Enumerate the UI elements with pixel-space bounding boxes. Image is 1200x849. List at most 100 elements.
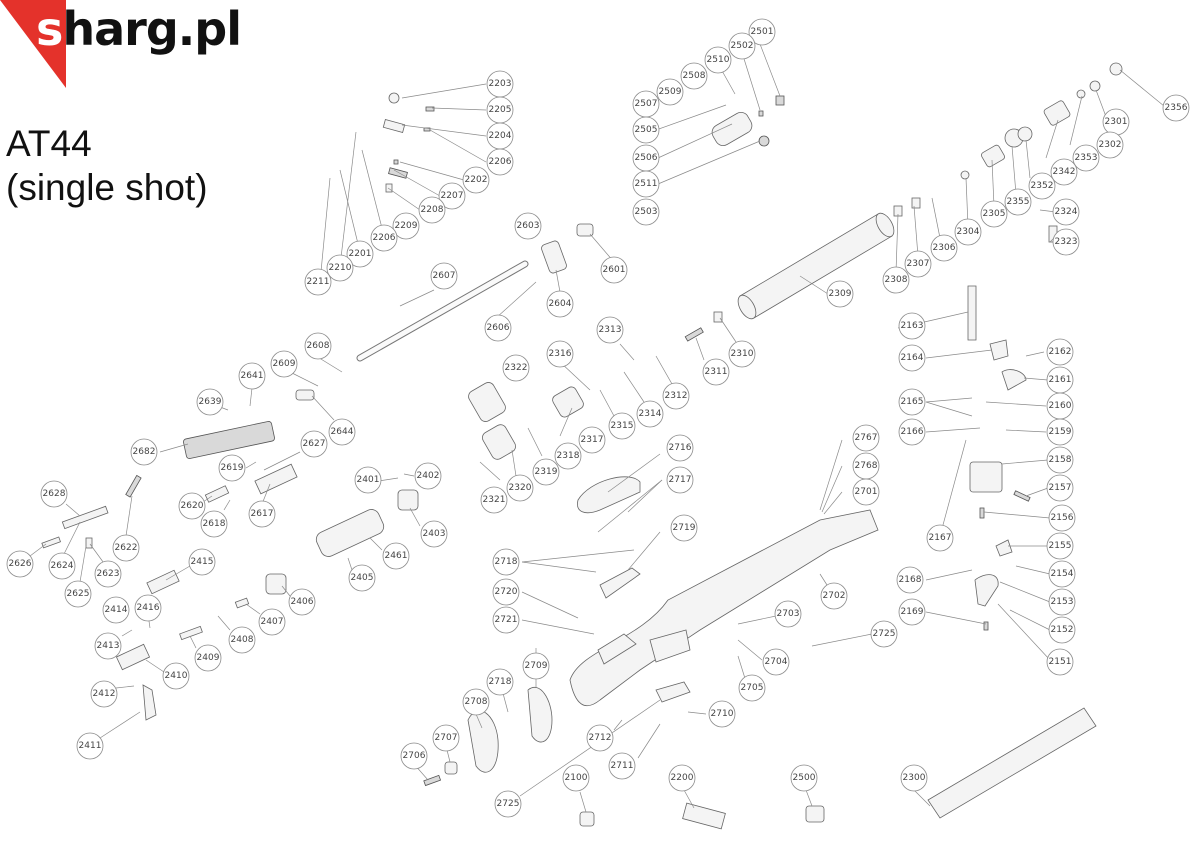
callout-circle xyxy=(130,438,158,466)
part-number: 2626 xyxy=(9,559,32,569)
callout-circle xyxy=(900,764,928,792)
part-number: 2402 xyxy=(417,471,440,481)
part-callout: 2641 xyxy=(238,362,266,390)
part-number: 2507 xyxy=(635,99,658,109)
part-number: 2157 xyxy=(1049,483,1072,493)
part-callout: 2402 xyxy=(414,462,442,490)
part-callout: 2306 xyxy=(930,234,958,262)
part-number: 2342 xyxy=(1053,167,1076,177)
part-callout: 2705 xyxy=(738,674,766,702)
part-number: 2682 xyxy=(133,447,156,457)
part-number: 2405 xyxy=(351,573,374,583)
part-callout: 2165 xyxy=(898,388,926,416)
part-callout: 2409 xyxy=(194,644,222,672)
part-number: 2316 xyxy=(549,349,572,359)
callout-circle xyxy=(546,340,574,368)
part-callout: 2626 xyxy=(6,550,34,578)
part-number: 2304 xyxy=(957,227,980,237)
callout-circle xyxy=(178,492,206,520)
callout-circle xyxy=(1048,588,1076,616)
callout-circle xyxy=(1162,94,1190,122)
part-number: 2100 xyxy=(565,773,588,783)
callout-circle xyxy=(76,732,104,760)
part-number: 2702 xyxy=(823,591,846,601)
part-number: 2308 xyxy=(885,275,908,285)
callout-circle xyxy=(462,688,490,716)
callout-circle xyxy=(898,598,926,626)
part-callout: 2313 xyxy=(596,316,624,344)
part-number: 2307 xyxy=(907,259,930,269)
part-callout: 2511 xyxy=(632,170,660,198)
part-number: 2209 xyxy=(395,221,418,231)
part-callout: 2716 xyxy=(666,434,694,462)
part-number: 2509 xyxy=(659,87,682,97)
callout-circle xyxy=(270,350,298,378)
part-number: 2506 xyxy=(635,153,658,163)
callout-circle xyxy=(632,116,660,144)
part-number: 2505 xyxy=(635,125,658,135)
part-callout: 2707 xyxy=(432,724,460,752)
callout-circle xyxy=(1052,198,1080,226)
part-callout: 2416 xyxy=(134,594,162,622)
part-callout: 2157 xyxy=(1046,474,1074,502)
part-callout: 2201 xyxy=(346,240,374,268)
callout-circle xyxy=(494,790,522,818)
callout-circle xyxy=(134,594,162,622)
callout-circle xyxy=(662,382,690,410)
part-number: 2705 xyxy=(741,683,764,693)
callout-circle xyxy=(632,170,660,198)
callout-circle xyxy=(304,332,332,360)
callout-circle xyxy=(898,388,926,416)
part-number: 2210 xyxy=(329,263,352,273)
callout-circle xyxy=(1048,560,1076,588)
callout-circle xyxy=(1046,418,1074,446)
part-callout: 2352 xyxy=(1028,172,1056,200)
callout-circle xyxy=(1046,446,1074,474)
part-number: 2154 xyxy=(1051,569,1074,579)
part-number: 2206 xyxy=(489,157,512,167)
part-number: 2619 xyxy=(221,463,244,473)
model-name: AT44 xyxy=(6,123,92,164)
callout-circle xyxy=(64,580,92,608)
part-callout: 2413 xyxy=(94,632,122,660)
part-callout: 2321 xyxy=(480,486,508,514)
callout-circle xyxy=(370,224,398,252)
part-callout: 2639 xyxy=(196,388,224,416)
part-callout: 2169 xyxy=(898,598,926,626)
part-number: 2644 xyxy=(331,427,354,437)
part-number: 2324 xyxy=(1055,207,1078,217)
callout-circle xyxy=(774,600,802,628)
part-callout: 2403 xyxy=(420,520,448,548)
part-callout: 2206 xyxy=(486,148,514,176)
callout-circle xyxy=(418,196,446,224)
part-callout: 2507 xyxy=(632,90,660,118)
part-number: 2606 xyxy=(487,323,510,333)
part-number: 2151 xyxy=(1049,657,1072,667)
callout-circle xyxy=(6,550,34,578)
part-number: 2601 xyxy=(603,265,626,275)
part-callout: 2609 xyxy=(270,350,298,378)
part-callout: 2501 xyxy=(748,18,776,46)
part-callout: 2719 xyxy=(670,514,698,542)
part-number: 2167 xyxy=(929,533,952,543)
part-callout: 2502 xyxy=(728,32,756,60)
part-callout: 2603 xyxy=(514,212,542,240)
part-number: 2153 xyxy=(1051,597,1074,607)
part-number: 2618 xyxy=(203,519,226,529)
callout-circle xyxy=(666,434,694,462)
callout-circle xyxy=(1096,131,1124,159)
part-number: 2707 xyxy=(435,733,458,743)
callout-circle xyxy=(400,742,428,770)
part-number: 2156 xyxy=(1051,513,1074,523)
callout-circle xyxy=(248,500,276,528)
part-number: 2624 xyxy=(51,561,74,571)
part-number: 2617 xyxy=(251,509,274,519)
callout-circle xyxy=(668,764,696,792)
part-callout: 2204 xyxy=(486,122,514,150)
callout-circle xyxy=(506,474,534,502)
callout-circle xyxy=(200,510,228,538)
callout-circle xyxy=(596,316,624,344)
sharg-logo: sharg.pl xyxy=(0,0,260,90)
part-callout: 2209 xyxy=(392,212,420,240)
